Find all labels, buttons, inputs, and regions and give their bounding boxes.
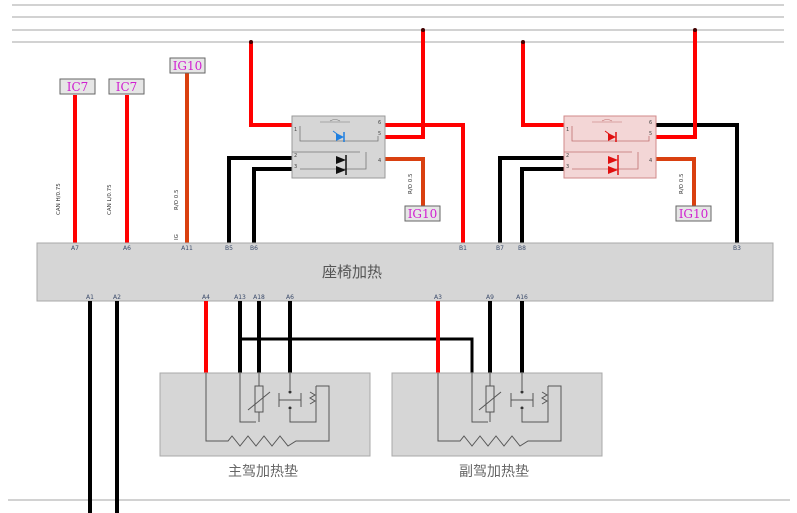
wire-relay2-pin4-ig	[656, 157, 696, 206]
wire-relay2-pin6-to-b3	[656, 123, 739, 243]
pin-a6-bottom: A6	[286, 294, 294, 301]
tag-ig10-top: IG10	[169, 57, 206, 74]
wire-relay2-pin5-supply	[656, 30, 697, 139]
wire-relay2-pin1-supply	[521, 42, 564, 127]
wire-shared-sensor-link	[240, 337, 474, 373]
relay-2: 1 6 5 2 3 4	[563, 115, 657, 179]
wire-relay1-pin5-supply	[385, 30, 425, 139]
wire-label-relay1-ig: R/O 0.5	[408, 173, 414, 194]
passenger-pad-label: 副驾加热垫	[459, 464, 529, 480]
wire-end-dot	[249, 40, 253, 44]
relay-pin-1: 1	[294, 127, 297, 133]
relay-pin-3: 3	[566, 164, 569, 170]
module-title: 座椅加热	[322, 263, 382, 281]
pin-a2: A2	[113, 294, 121, 301]
wire-b7-relay2-pin2	[498, 156, 564, 243]
pin-b1: B1	[459, 245, 467, 252]
passenger-heating-pad: 副驾加热垫	[391, 372, 603, 480]
pin-a11: A11	[181, 245, 193, 252]
seat-heating-module: 座椅加热 A7 A6 A11 B5 B6 B1 B7 B8 B3 A1 A2 A…	[36, 242, 774, 302]
relay-contact	[320, 119, 350, 123]
pin-b7: B7	[496, 245, 504, 252]
tag-label: IC7	[67, 80, 89, 94]
relay-pin-6: 6	[649, 120, 652, 126]
pin-a3: A3	[434, 294, 442, 301]
pin-b8: B8	[518, 245, 526, 252]
heater-coil-icon	[541, 391, 548, 405]
relay-pin-5: 5	[378, 131, 381, 137]
wire-label-a7: CAN H/0.75	[56, 183, 62, 215]
wire-b6-relay1-pin3	[252, 167, 292, 243]
tag-ic7-b: IC7	[108, 78, 145, 95]
tag-label: IG10	[408, 207, 438, 221]
pin-b5: B5	[225, 245, 233, 252]
relay-pin-4: 4	[649, 158, 652, 164]
tag-label: IC7	[116, 80, 138, 94]
wire-label-a6: CAN L/0.75	[107, 184, 113, 215]
driver-heating-pad: 主驾加热垫	[159, 372, 371, 480]
relay-pin-3: 3	[294, 164, 297, 170]
led-red-icon	[604, 130, 617, 142]
wire-b5-relay1-pin2	[227, 156, 292, 243]
tag-ig10-relay2: IG10	[675, 205, 712, 222]
heater-coil-icon	[309, 391, 316, 405]
pin-b3: B3	[733, 245, 741, 252]
pin-a7: A7	[71, 245, 79, 252]
wire-relay1-pin6-to-b1	[385, 123, 465, 243]
relay-1: 1 6 5 2 3 4	[291, 115, 386, 179]
diode-icon	[608, 155, 619, 175]
wire-relay1-pin4-ig	[385, 157, 425, 206]
relay-pin-4: 4	[378, 158, 381, 164]
relay-pin-5: 5	[649, 131, 652, 137]
tag-label: IG10	[173, 59, 203, 73]
wire-relay1-pin1-supply	[249, 42, 292, 127]
wire-end-dot	[421, 28, 425, 32]
pin-a13: A13	[234, 294, 246, 301]
tag-ig10-relay1: IG10	[404, 205, 441, 222]
pin-a4: A4	[202, 294, 210, 301]
wire-end-dot	[521, 40, 525, 44]
relay-pin-6: 6	[378, 120, 381, 126]
diode-icon	[336, 155, 347, 175]
header-rules	[12, 4, 784, 43]
pin-a16: A16	[516, 294, 528, 301]
wire-b8-relay2-pin3	[520, 167, 564, 243]
driver-pad-label: 主驾加热垫	[228, 464, 298, 480]
wire-end-dot	[693, 28, 697, 32]
relay-contact	[592, 119, 622, 123]
pin-a18: A18	[253, 294, 265, 301]
pin-b6: B6	[250, 245, 258, 252]
wire-label-a11: R/O 0.5	[174, 189, 180, 210]
pin-a9: A9	[486, 294, 494, 301]
relay-pin-2: 2	[566, 153, 569, 159]
wire-label-relay2-ig: R/O 0.5	[679, 173, 685, 194]
relay-pin-1: 1	[566, 127, 569, 133]
pin-a1: A1	[86, 294, 94, 301]
tag-ic7-a: IC7	[59, 78, 96, 95]
tag-label: IG10	[679, 207, 709, 221]
wire-label-a11-sub: IG	[174, 234, 180, 240]
led-blue-icon	[332, 130, 345, 142]
pin-a6-top: A6	[123, 245, 131, 252]
relay-pin-2: 2	[294, 153, 297, 159]
